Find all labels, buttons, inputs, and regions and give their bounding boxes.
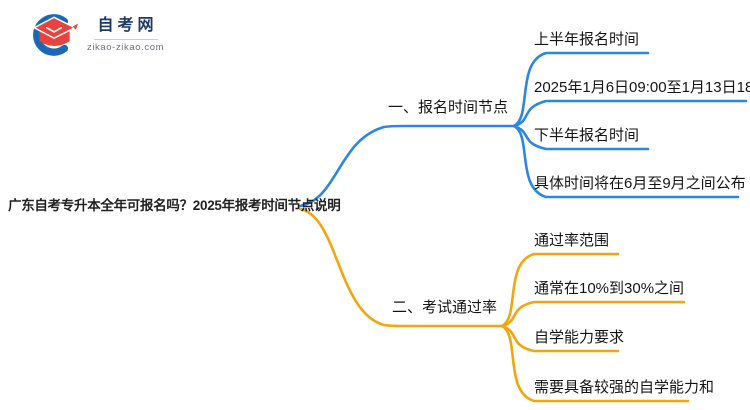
branch-1-main-line (298, 124, 516, 208)
branch-2-lines (298, 207, 690, 403)
branch-1-leaf-line-2 (512, 99, 748, 128)
branch-1-leaf-line-4 (512, 124, 740, 199)
site-logo[interactable]: 自考网 zikao-zikao.com (28, 10, 164, 60)
logo-divider (93, 39, 158, 40)
branch-node-registration-time: 一、报名时间节点 (388, 99, 509, 116)
branch-2-leaf-line-1 (500, 252, 620, 328)
leaf-node-pass-rate-range-value: 通常在10%到30%之间 (534, 280, 685, 297)
branch-node-pass-rate: 二、考试通过率 (392, 299, 498, 316)
branch-2-main-line (298, 207, 504, 328)
branch-2-leaf-line-4 (500, 324, 690, 403)
site-domain: zikao-zikao.com (87, 42, 165, 53)
graduation-cap-logo-icon (32, 14, 78, 56)
leaf-node-first-half-dates: 2025年1月6日09:00至1月13日18:00 (534, 79, 750, 96)
root-topic-node: 广东自考专升本全年可报名吗？2025年报考时间节点说明 (8, 198, 341, 213)
leaf-node-first-half-title: 上半年报名时间 (534, 31, 640, 48)
site-logo-text: 自考网 zikao-zikao.com (87, 16, 164, 54)
branch-1-lines (298, 51, 748, 208)
branch-2-leaf-line-2 (500, 300, 686, 328)
leaf-node-second-half-title: 下半年报名时间 (534, 127, 640, 144)
leaf-node-self-study-detail: 需要具备较强的自学能力和 (534, 379, 715, 396)
branch-1-leaf-line-1 (512, 51, 650, 128)
leaf-node-self-study-title: 自学能力要求 (534, 329, 625, 346)
leaf-node-second-half-dates: 具体时间将在6月至9月之间公布 (534, 175, 746, 192)
site-name: 自考网 (97, 17, 158, 34)
leaf-node-pass-rate-range-title: 通过率范围 (534, 232, 610, 249)
